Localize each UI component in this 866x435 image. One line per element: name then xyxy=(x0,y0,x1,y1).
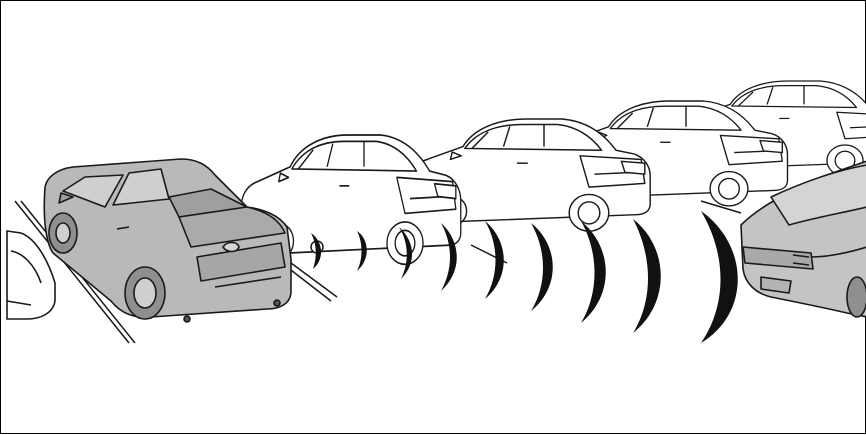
sensor-wave-icon xyxy=(701,211,738,343)
partial-parked-car-left xyxy=(7,231,55,319)
sensor-wave-icon xyxy=(633,219,661,333)
sensor-wave-icon xyxy=(485,221,504,299)
sensor-wave-icon xyxy=(531,223,553,311)
sensor-wave-icon xyxy=(581,221,606,323)
